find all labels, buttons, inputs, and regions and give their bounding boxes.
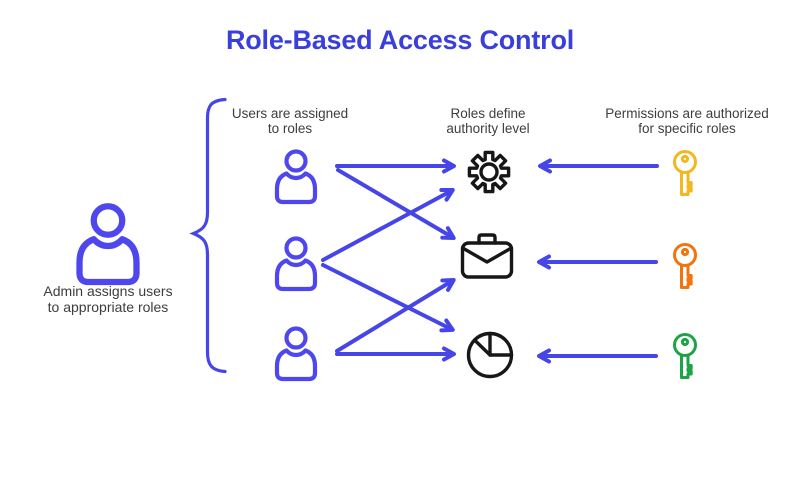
briefcase-icon [460, 233, 514, 279]
admin-label: Admin assigns users to appropriate roles [43, 283, 173, 315]
admin-user-icon [80, 206, 137, 282]
permissions-column-label: Permissions are authorized for specific … [605, 106, 769, 136]
page-title: Role-Based Access Control [225, 25, 575, 55]
roles-group [460, 150, 514, 379]
assignment-arrows [321, 158, 456, 362]
gear-icon [467, 150, 511, 194]
key-icon-green [673, 333, 697, 379]
users-group [277, 152, 315, 380]
key-icon-orange [673, 243, 697, 289]
user-icon [277, 239, 315, 290]
users-column-label: Users are assigned to roles [231, 106, 349, 136]
arrow-user2-role3 [321, 263, 455, 333]
user-icon [277, 152, 315, 203]
arrow-user2-role1 [321, 187, 455, 262]
arrow-user3-role2 [335, 277, 456, 353]
key-icon-yellow [673, 150, 697, 196]
arrow-user1-role2 [336, 168, 456, 241]
permission-arrows [537, 158, 659, 364]
user-icon [277, 329, 315, 380]
roles-column-label: Roles define authority level [446, 106, 530, 136]
pie-chart-icon [466, 331, 514, 379]
brace [189, 97, 227, 374]
